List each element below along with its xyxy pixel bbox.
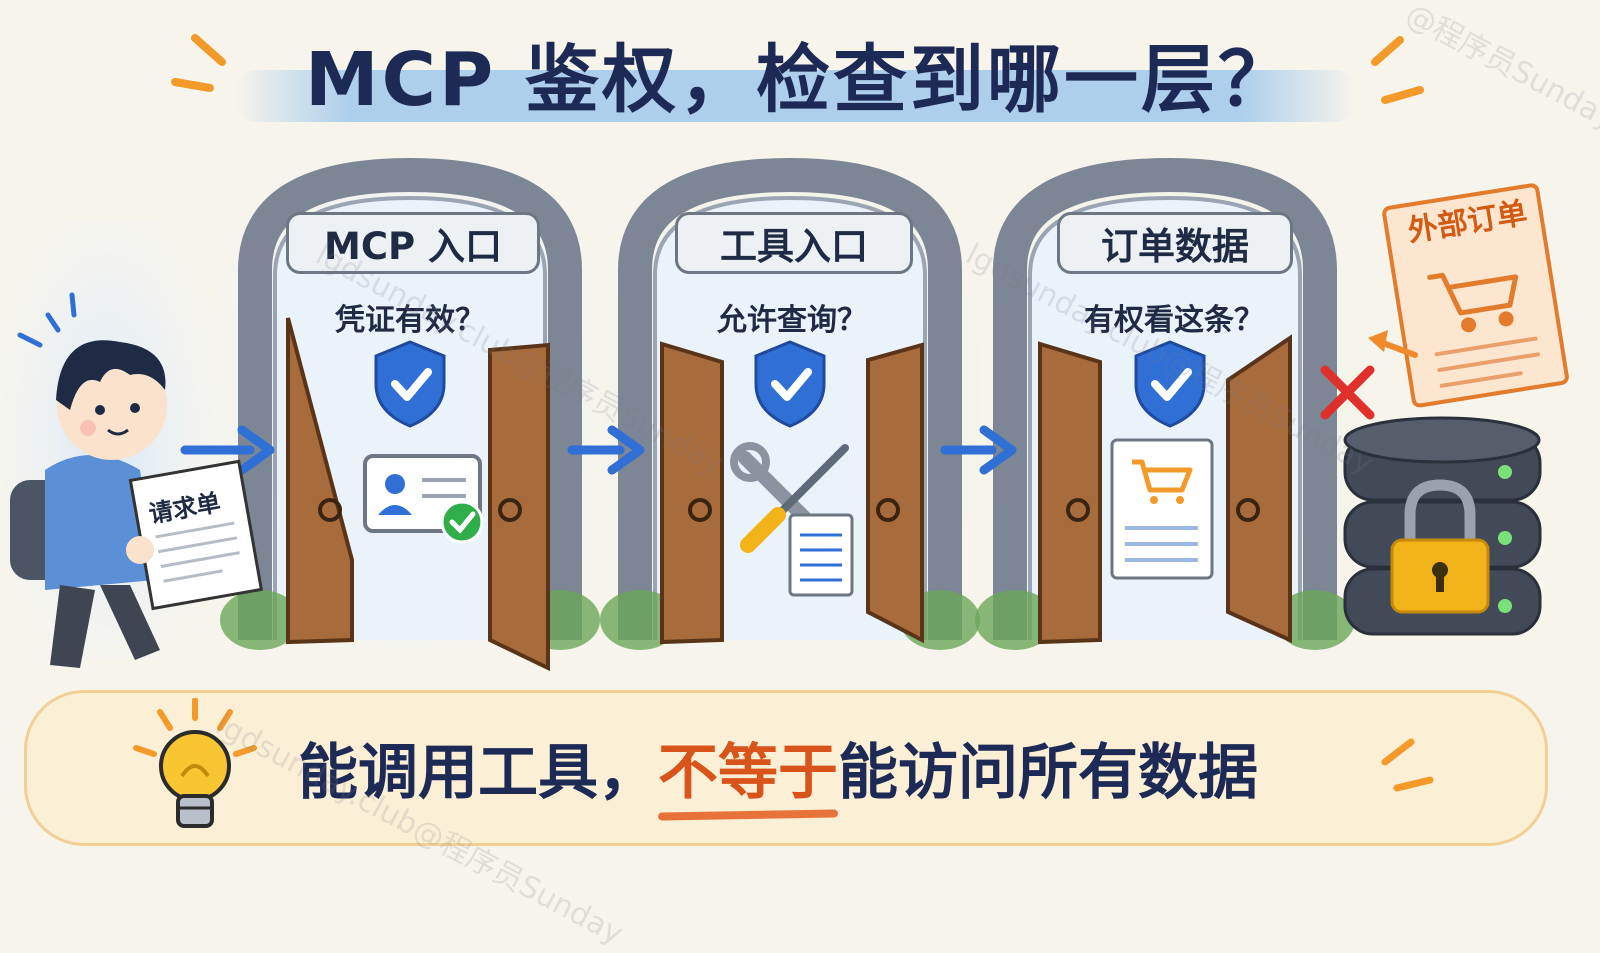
gate-label-order-data: 订单数据: [1057, 212, 1293, 274]
flow-arrow-2: [567, 425, 645, 475]
summary-text-after: 能访问所有数据: [838, 737, 1258, 808]
flow-arrow-1: [180, 425, 275, 475]
title-sparks-icon: [171, 34, 1424, 104]
summary-text-highlight: 不等于: [657, 724, 839, 821]
cart-icon: [1427, 272, 1519, 333]
database-lock-icon: [1320, 330, 1542, 636]
title-highlight-band: [235, 70, 1355, 122]
gate-3: [975, 158, 1355, 650]
gate-question-query-allowed: 允许查询？: [717, 303, 867, 338]
page-title: MCP 鉴权，检查到哪一层？: [305, 37, 1295, 123]
external-order-card: [1382, 183, 1569, 408]
id-card-icon: [363, 454, 484, 544]
flow-arrow-3: [940, 425, 1017, 475]
banner-sparks-icon: [1381, 738, 1434, 792]
gate-1: [220, 158, 600, 672]
gate-question-row-permission: 有权看这条？: [1084, 303, 1264, 338]
shield-check-icon: [374, 340, 446, 428]
wrench-screwdriver-icon: [730, 442, 854, 597]
cart-icon: [1110, 438, 1214, 580]
gate-question-credentials: 凭证有效？: [335, 303, 485, 338]
shield-check-icon: [1134, 340, 1206, 428]
summary-text-before: 能调用工具，: [298, 737, 658, 808]
summary-text: 能调用工具， 不等于 能访问所有数据: [298, 722, 1398, 821]
summary-banner: [24, 690, 1548, 846]
person-icon: [10, 292, 264, 668]
shield-check-icon: [754, 340, 826, 428]
gate-label-mcp-entry: MCP 入口: [286, 212, 540, 274]
deny-x-icon: [1320, 365, 1375, 420]
gate-label-tool-entry: 工具入口: [675, 212, 913, 274]
gate-2: [600, 158, 980, 650]
gates-illustration: [180, 158, 1355, 672]
lightbulb-icon: [133, 698, 257, 828]
